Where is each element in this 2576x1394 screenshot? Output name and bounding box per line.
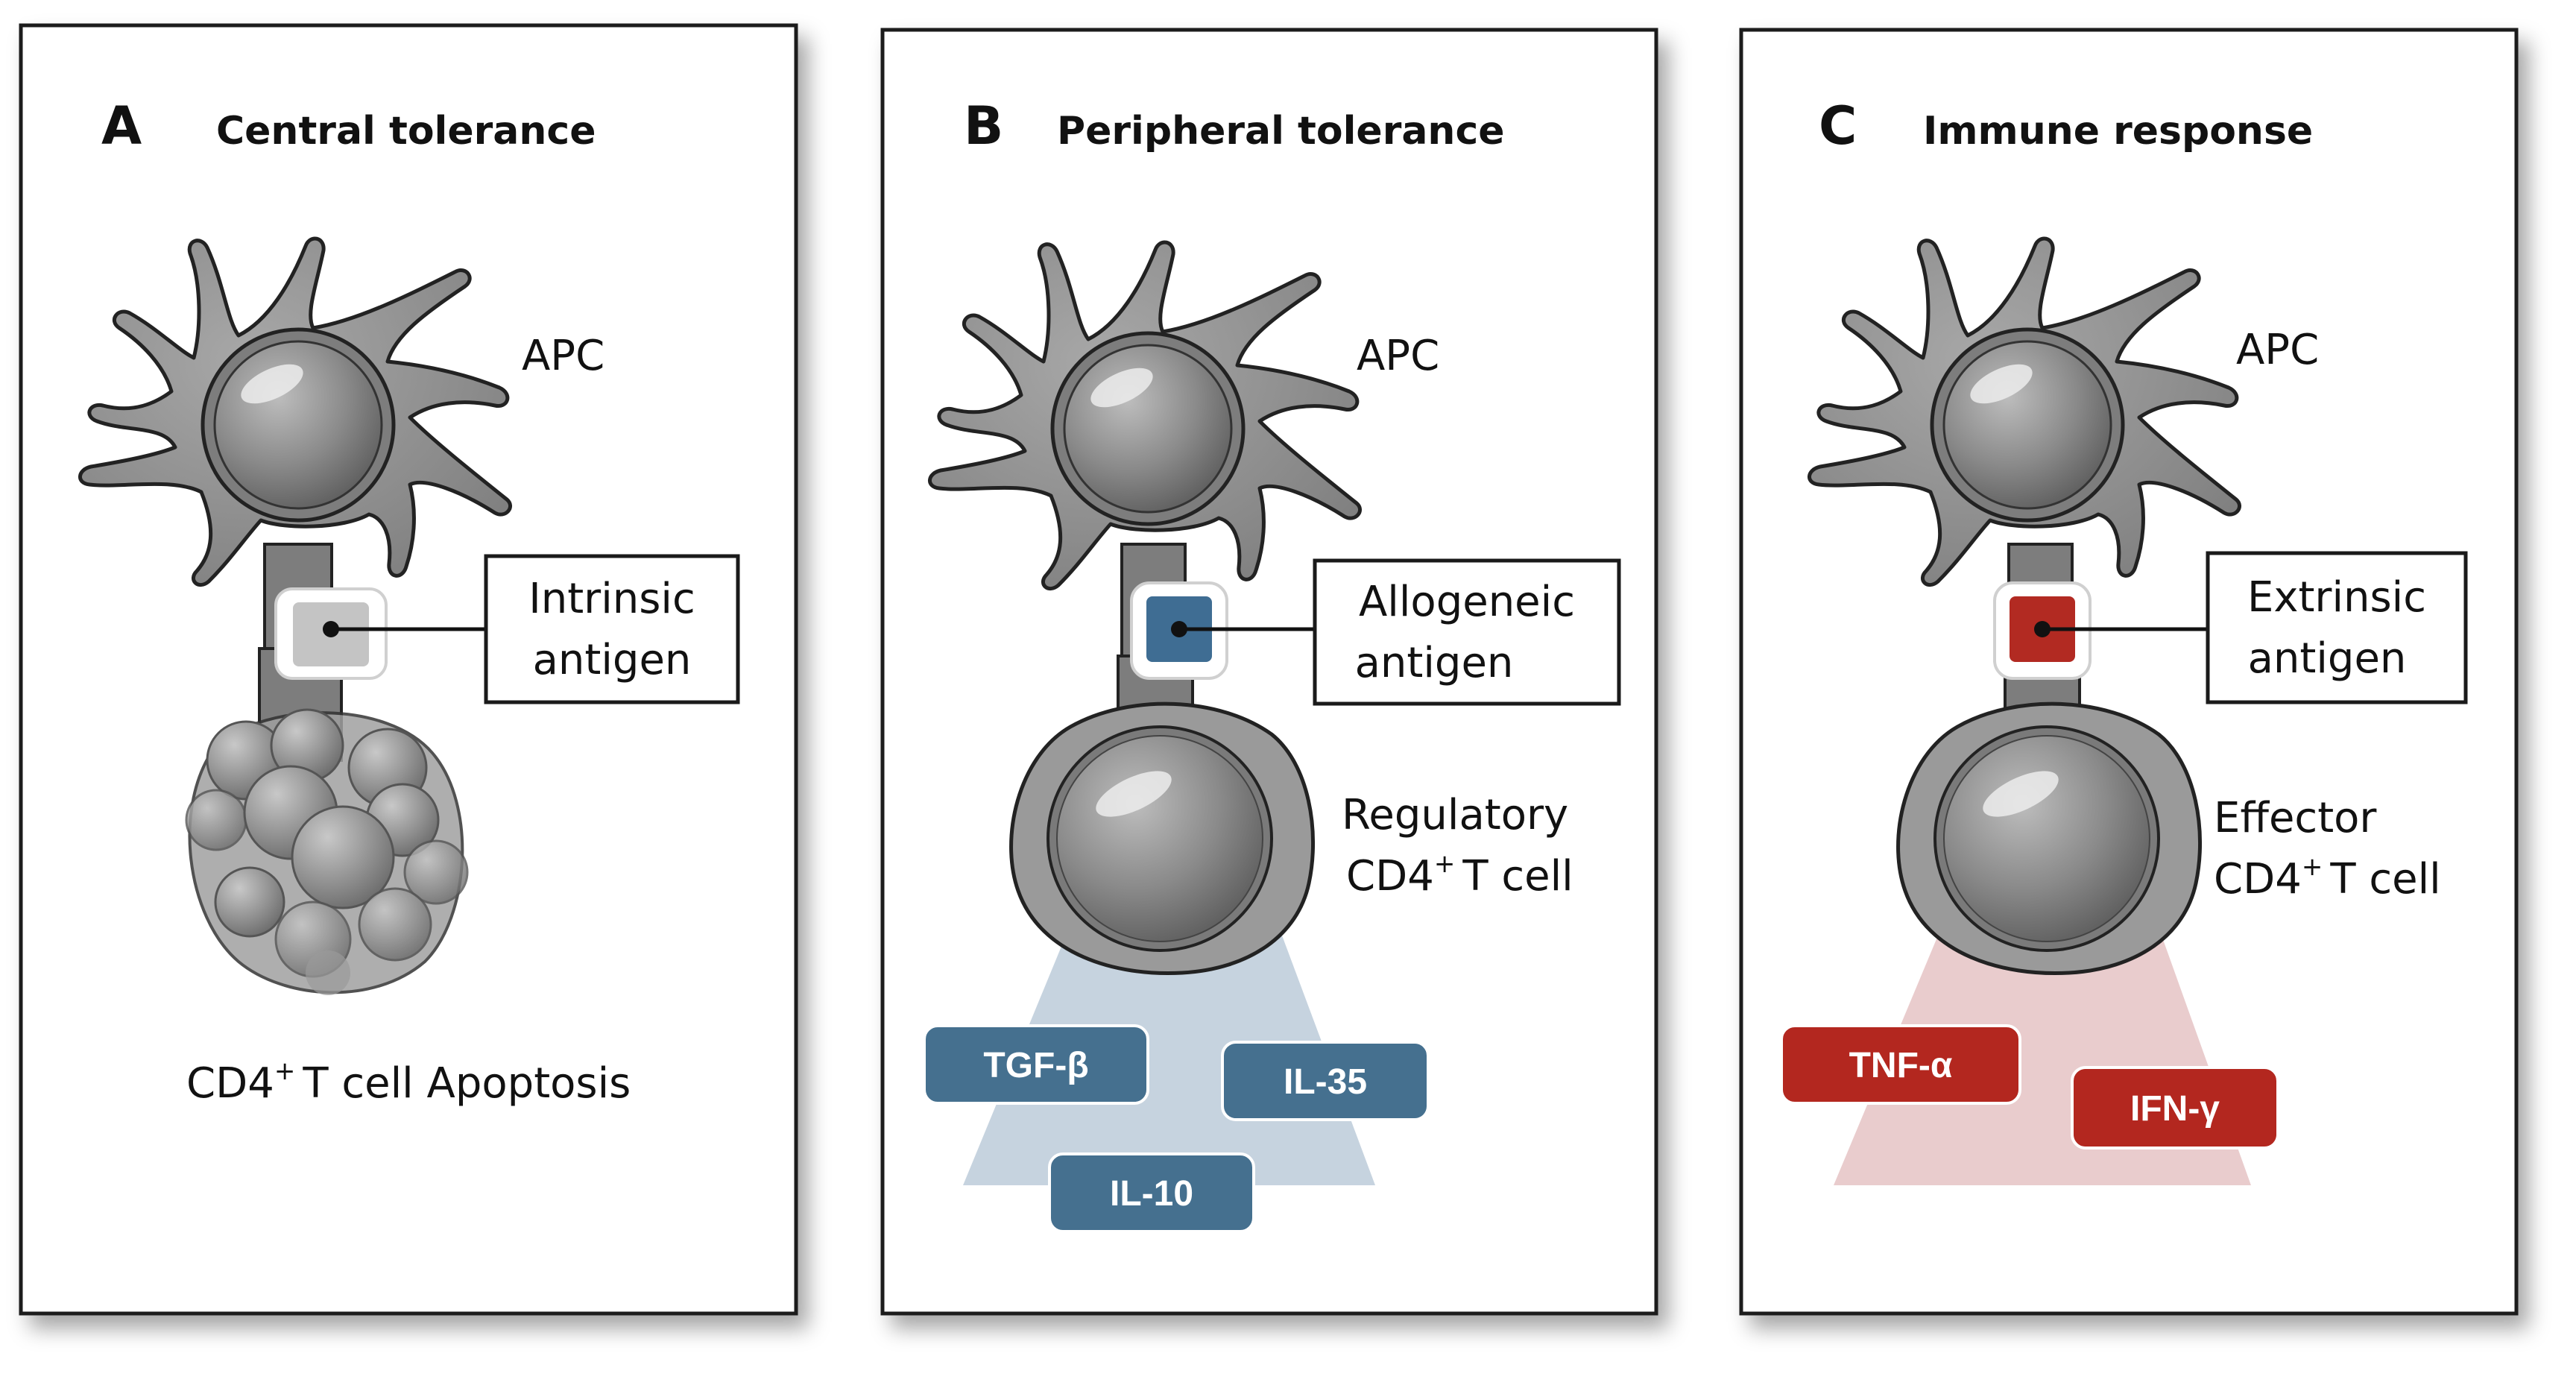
svg-text:IFN-γ: IFN-γ	[2130, 1089, 2220, 1129]
cytokine-tnf-alpha: TNF-α	[1780, 1024, 2021, 1105]
cytokine-il-35: IL-35	[1221, 1041, 1430, 1121]
cytokine-tgf-beta: TGF-β	[923, 1024, 1149, 1105]
cytokine-il-10: IL-10	[1048, 1152, 1255, 1233]
svg-text:IL-35: IL-35	[1284, 1062, 1367, 1102]
apoptotic-tcell	[185, 708, 469, 995]
svg-text:TGF-β: TGF-β	[983, 1046, 1088, 1085]
antigen-label-line2: antigen	[1355, 639, 1514, 687]
antigen-label-line2: antigen	[2248, 634, 2407, 683]
tcell-label-line2: CD4+T cell	[1346, 849, 1573, 901]
antigen-label-line1: Extrinsic	[2247, 573, 2426, 622]
apc-label: APC	[2236, 326, 2319, 374]
antigen-label-line1: Intrinsic	[528, 575, 695, 623]
antigen-label-line1: Allogeneic	[1359, 578, 1575, 626]
panel-a-letter: A	[101, 95, 142, 157]
panel-c-title: Immune response	[1923, 109, 2313, 154]
panel-c: C Immune response Extrinsic antigen APC …	[1739, 28, 2519, 1316]
apc-label: APC	[1357, 332, 1439, 380]
apoptosis-label: CD4+T cell Apoptosis	[186, 1056, 631, 1108]
effector-tcell	[1898, 704, 2200, 973]
svg-text:TNF-α: TNF-α	[1849, 1046, 1953, 1085]
antigen-label-box	[484, 554, 740, 704]
antigen-label-line2: antigen	[533, 636, 692, 684]
tcell-label-line2: CD4+T cell	[2214, 852, 2441, 903]
antigen-label-box	[1313, 558, 1621, 706]
tcell-label-line1: Effector	[2214, 794, 2377, 842]
panel-a-title: Central tolerance	[216, 109, 596, 154]
panel-a: A Central tolerance Intrinsic antigen AP…	[19, 23, 798, 1316]
svg-text:IL-10: IL-10	[1110, 1174, 1193, 1214]
panel-b-title: Peripheral tolerance	[1057, 109, 1505, 154]
tcell-label-line1: Regulatory	[1342, 791, 1568, 839]
panel-c-letter: C	[1819, 95, 1857, 157]
regulatory-tcell	[1011, 704, 1313, 973]
cytokine-ifn-gamma: IFN-γ	[2071, 1066, 2279, 1149]
panel-b-letter: B	[964, 95, 1003, 157]
regulatory-cytokine-cone	[963, 936, 1375, 1185]
antigen-label-box	[2206, 551, 2468, 704]
apc-label: APC	[522, 332, 604, 380]
panel-b: B Peripheral tolerance Allogeneic antige…	[880, 28, 1658, 1316]
